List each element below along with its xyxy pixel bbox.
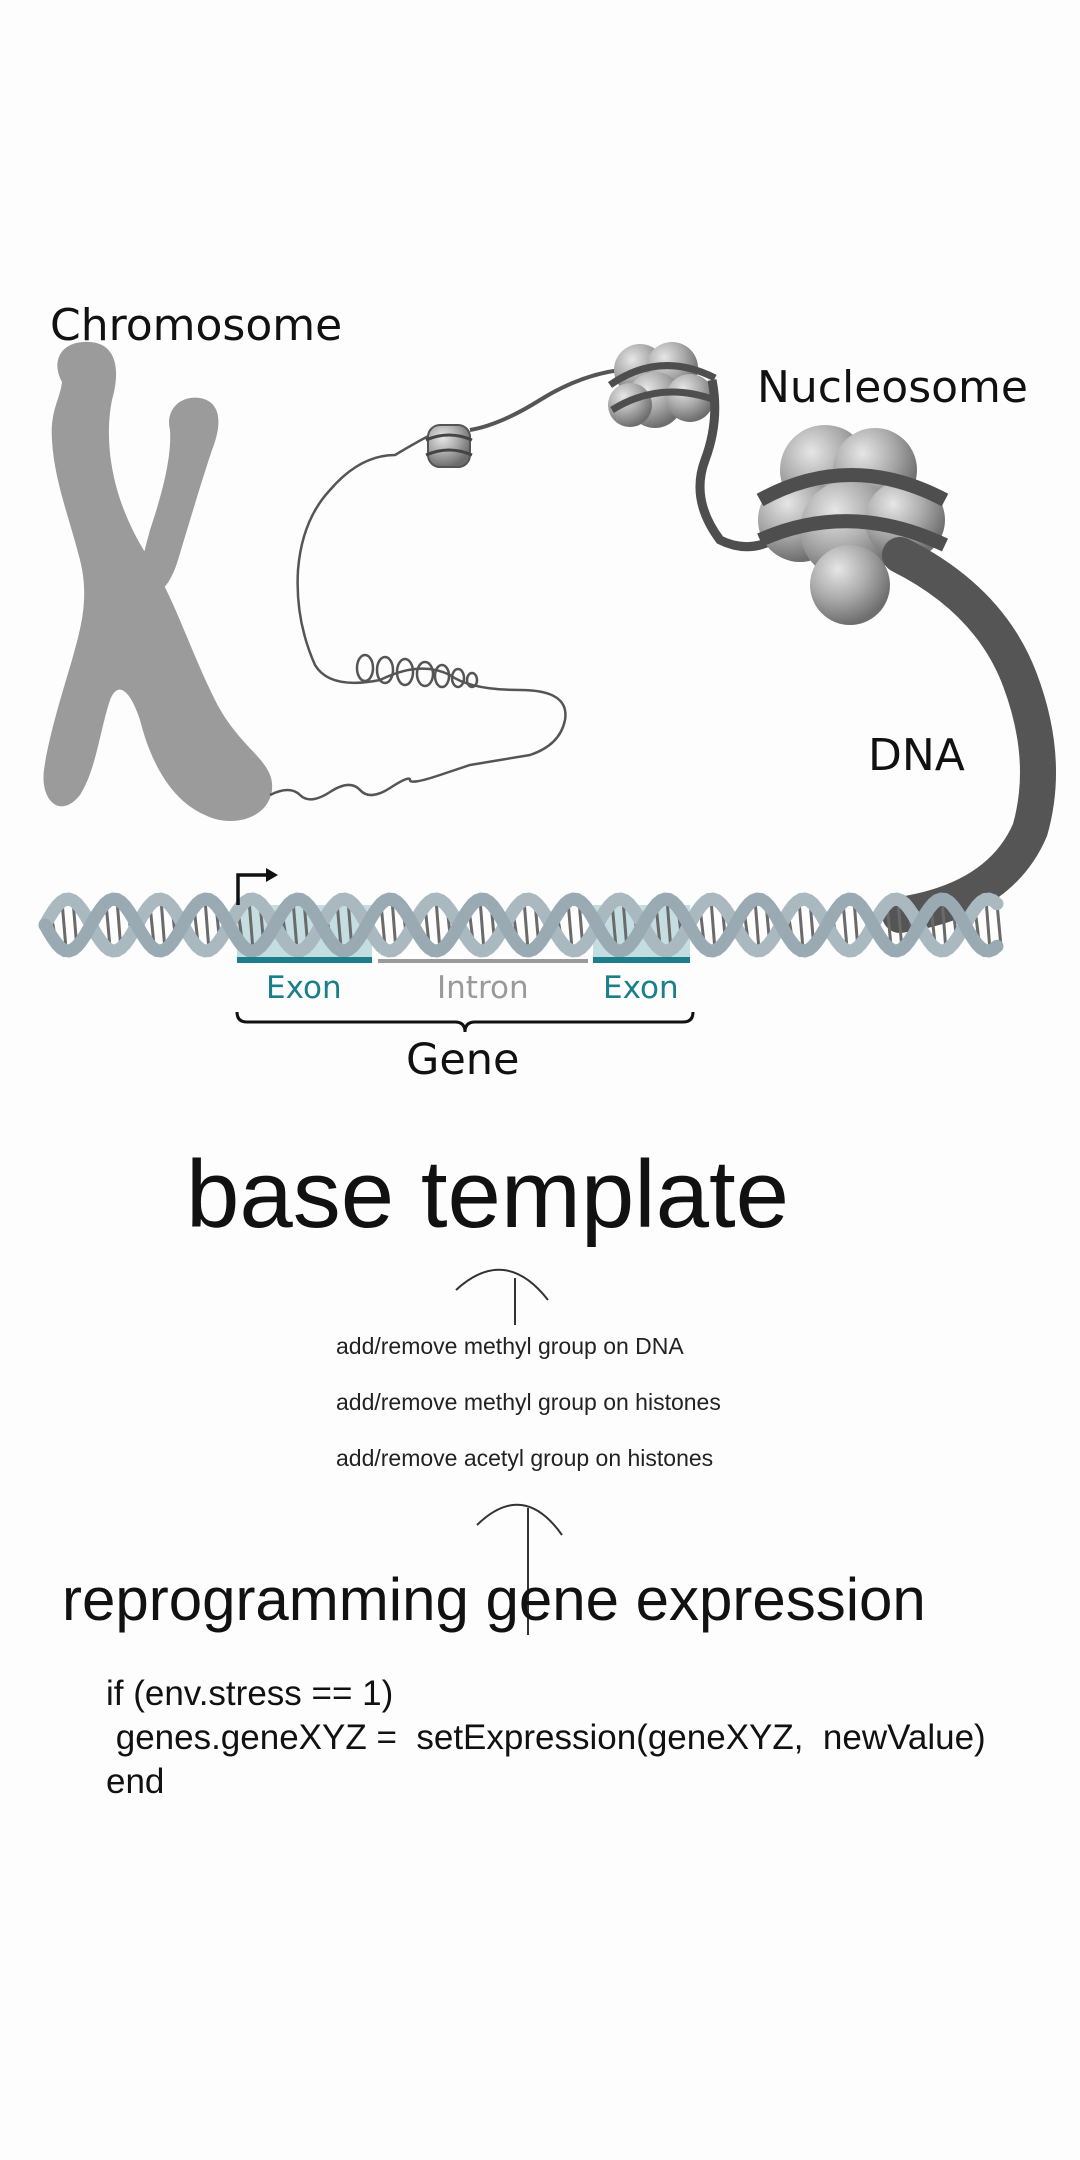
dna-strand-mid2 [695, 379, 804, 552]
connector-arrows [455, 1268, 563, 1635]
dna-strand-thin [269, 428, 567, 801]
transcription-start-arrow [236, 873, 268, 905]
code-line-2: genes.geneXYZ = setExpression(geneXYZ, n… [106, 1718, 986, 1757]
dna-strand-thick [882, 537, 1056, 933]
exon-label-1: Exon [266, 970, 342, 1006]
chromosome-label: Chromosome [50, 300, 343, 351]
arc-arrow-bottom [476, 1503, 563, 1635]
chromatin-diagram [38, 341, 1056, 1033]
modification-item-2: add/remove methyl group on histones [336, 1389, 721, 1415]
reprogramming-heading: reprogramming gene expression [62, 1566, 926, 1633]
gene-label: Gene [406, 1035, 520, 1085]
code-line-3: end [106, 1762, 165, 1801]
code-line-1: if (env.stress == 1) [106, 1674, 394, 1713]
coil-loops [355, 653, 479, 689]
intron-label: Intron [437, 970, 529, 1006]
modification-item-3: add/remove acetyl group on histones [336, 1445, 714, 1471]
intron-bar [378, 959, 588, 963]
modification-item-1: add/remove methyl group on DNA [336, 1333, 684, 1359]
exon-bar-2 [593, 957, 690, 963]
exon-bar-1 [237, 957, 372, 963]
nucleosome-label: Nucleosome [757, 362, 1028, 413]
base-template-heading: base template [186, 1141, 790, 1248]
chromosome-shape [43, 341, 273, 822]
small-nucleosome [425, 424, 473, 468]
arrow-head [266, 868, 278, 882]
dna-double-helix [38, 892, 1004, 958]
large-nucleosome [756, 425, 949, 625]
dna-label: DNA [868, 730, 965, 781]
arc-arrow-top [455, 1268, 549, 1325]
gene-brace [235, 1011, 695, 1033]
medium-nucleosome [607, 342, 717, 428]
exon-label-2: Exon [603, 970, 679, 1006]
